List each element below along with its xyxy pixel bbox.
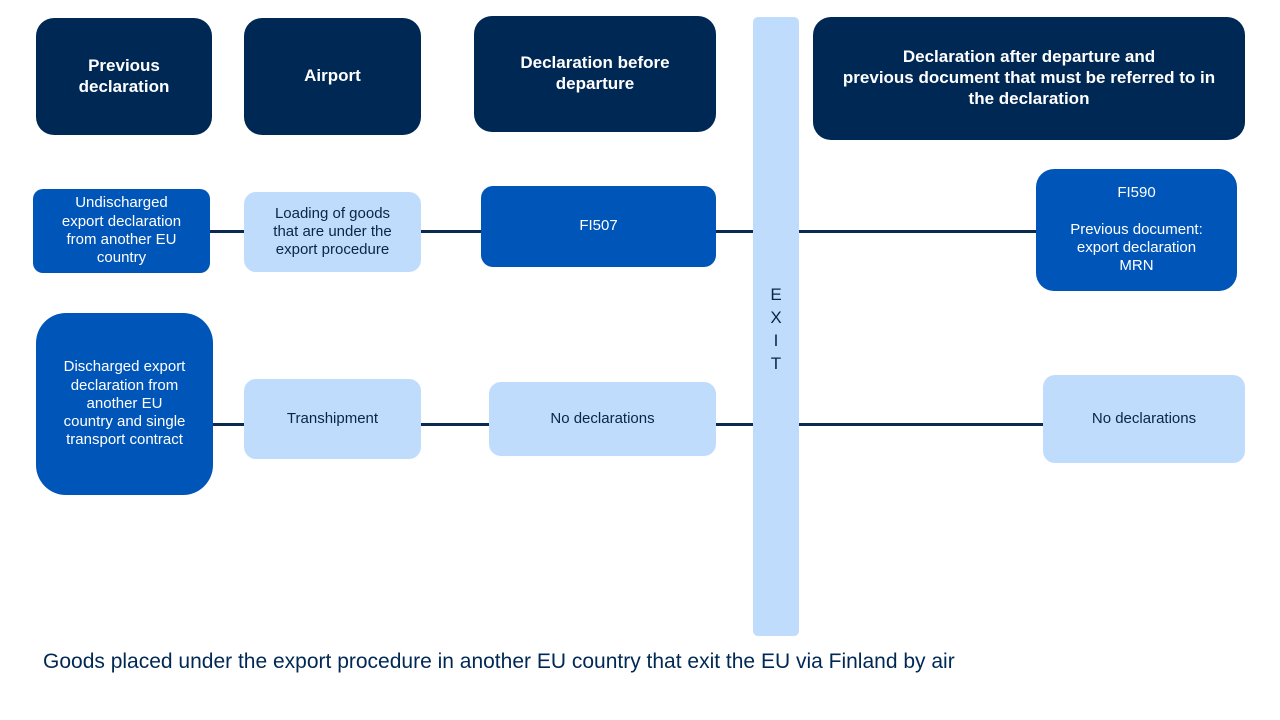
row2-after-departure: No declarations <box>1043 375 1245 463</box>
row2-previous-declaration: Discharged export declaration from anoth… <box>36 313 213 495</box>
header-previous-declaration: Previous declaration <box>36 18 212 135</box>
row1-before-departure: FI507 <box>481 186 716 267</box>
row1-previous-declaration: Undischarged export declaration from ano… <box>33 189 210 273</box>
header-declaration-after-departure: Declaration after departure and previous… <box>813 17 1245 140</box>
row2-airport: Transhipment <box>244 379 421 459</box>
header-airport: Airport <box>244 18 421 135</box>
row1-airport: Loading of goods that are under the expo… <box>244 192 421 272</box>
header-declaration-before-departure: Declaration before departure <box>474 16 716 132</box>
row1-after-departure: FI590 Previous document: export declarat… <box>1036 169 1237 291</box>
row2-before-departure: No declarations <box>489 382 716 456</box>
exit-label: E X I T <box>770 285 782 373</box>
diagram-caption: Goods placed under the export procedure … <box>43 650 955 673</box>
exit-bar: E X I T <box>753 17 799 636</box>
